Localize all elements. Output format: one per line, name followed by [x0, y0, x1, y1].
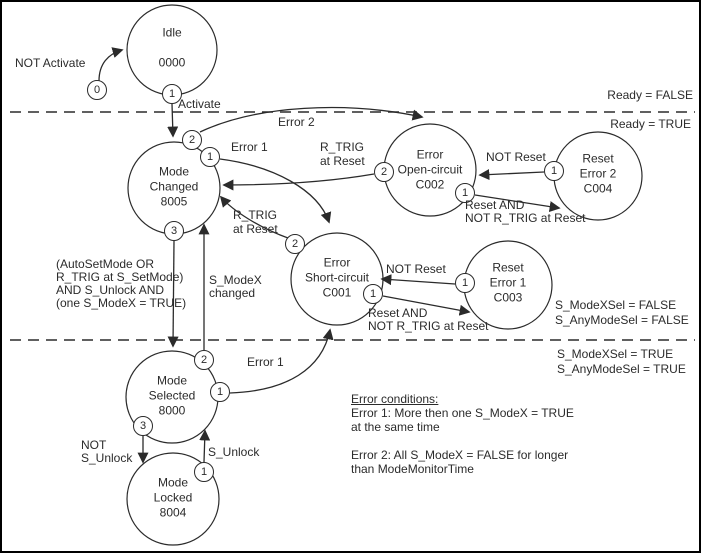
path-autoset-mode — [167, 240, 179, 348]
label-s-unlock: S_Unlock — [208, 445, 260, 459]
path-rtrig-reset-lower — [219, 195, 289, 239]
exit-point-mode-changed-2: 2 — [182, 130, 202, 150]
label-error-2: Error 2 — [278, 115, 315, 129]
exit-point-error-open-1: 1 — [455, 183, 475, 203]
path-reset-and-top — [474, 194, 561, 213]
label-not-activate: NOT Activate — [15, 56, 86, 70]
exit-point-mode-selected-3: 3 — [133, 416, 153, 436]
label-auto-set-mode-condition: (AutoSetMode OR R_TRIG at S_SetMode) AND… — [56, 257, 187, 310]
label-error-1-top: Error 1 — [231, 140, 268, 154]
path-s-unlock — [199, 429, 211, 463]
path-activate — [167, 103, 179, 138]
label-ready-false: Ready = FALSE — [607, 88, 693, 102]
exit-point-start: 0 — [87, 80, 107, 100]
path-not-reset-bottom — [380, 274, 456, 286]
exit-point-mode-locked-1: 1 — [194, 462, 214, 482]
label-not-reset-top: NOT Reset — [486, 150, 546, 164]
label-activate: Activate — [178, 97, 221, 111]
label-not-reset-bottom: NOT Reset — [386, 262, 446, 276]
label-error-1-bottom: Error 1 — [247, 355, 284, 369]
exit-point-reset-error1-1: 1 — [455, 273, 475, 293]
path-not-reset-top — [478, 169, 545, 181]
exit-point-reset-error2-1: 1 — [544, 161, 564, 181]
path-error1-bottom — [229, 328, 334, 394]
error-conditions-title: Error conditions: — [351, 392, 439, 406]
exit-point-error-short-1: 1 — [363, 284, 383, 304]
label-ready-true: Ready = TRUE — [610, 117, 691, 131]
path-error2 — [199, 106, 424, 133]
path-rtrig-reset-upper — [222, 173, 375, 191]
exit-point-idle-1: 1 — [162, 84, 182, 104]
exit-point-mode-changed-1: 1 — [200, 147, 220, 167]
error-conditions-note: Error conditions: Error 1: More then one… — [351, 392, 574, 476]
path-not-activate — [98, 47, 124, 82]
exit-point-mode-selected-1: 1 — [210, 382, 230, 402]
path-reset-and-bottom — [382, 295, 471, 316]
path-error1-top — [219, 158, 332, 224]
exit-point-error-open-2: 2 — [374, 162, 394, 182]
exit-point-error-short-2: 2 — [285, 234, 305, 254]
exit-point-mode-changed-3: 3 — [164, 221, 184, 241]
exit-point-mode-selected-2: 2 — [194, 350, 214, 370]
